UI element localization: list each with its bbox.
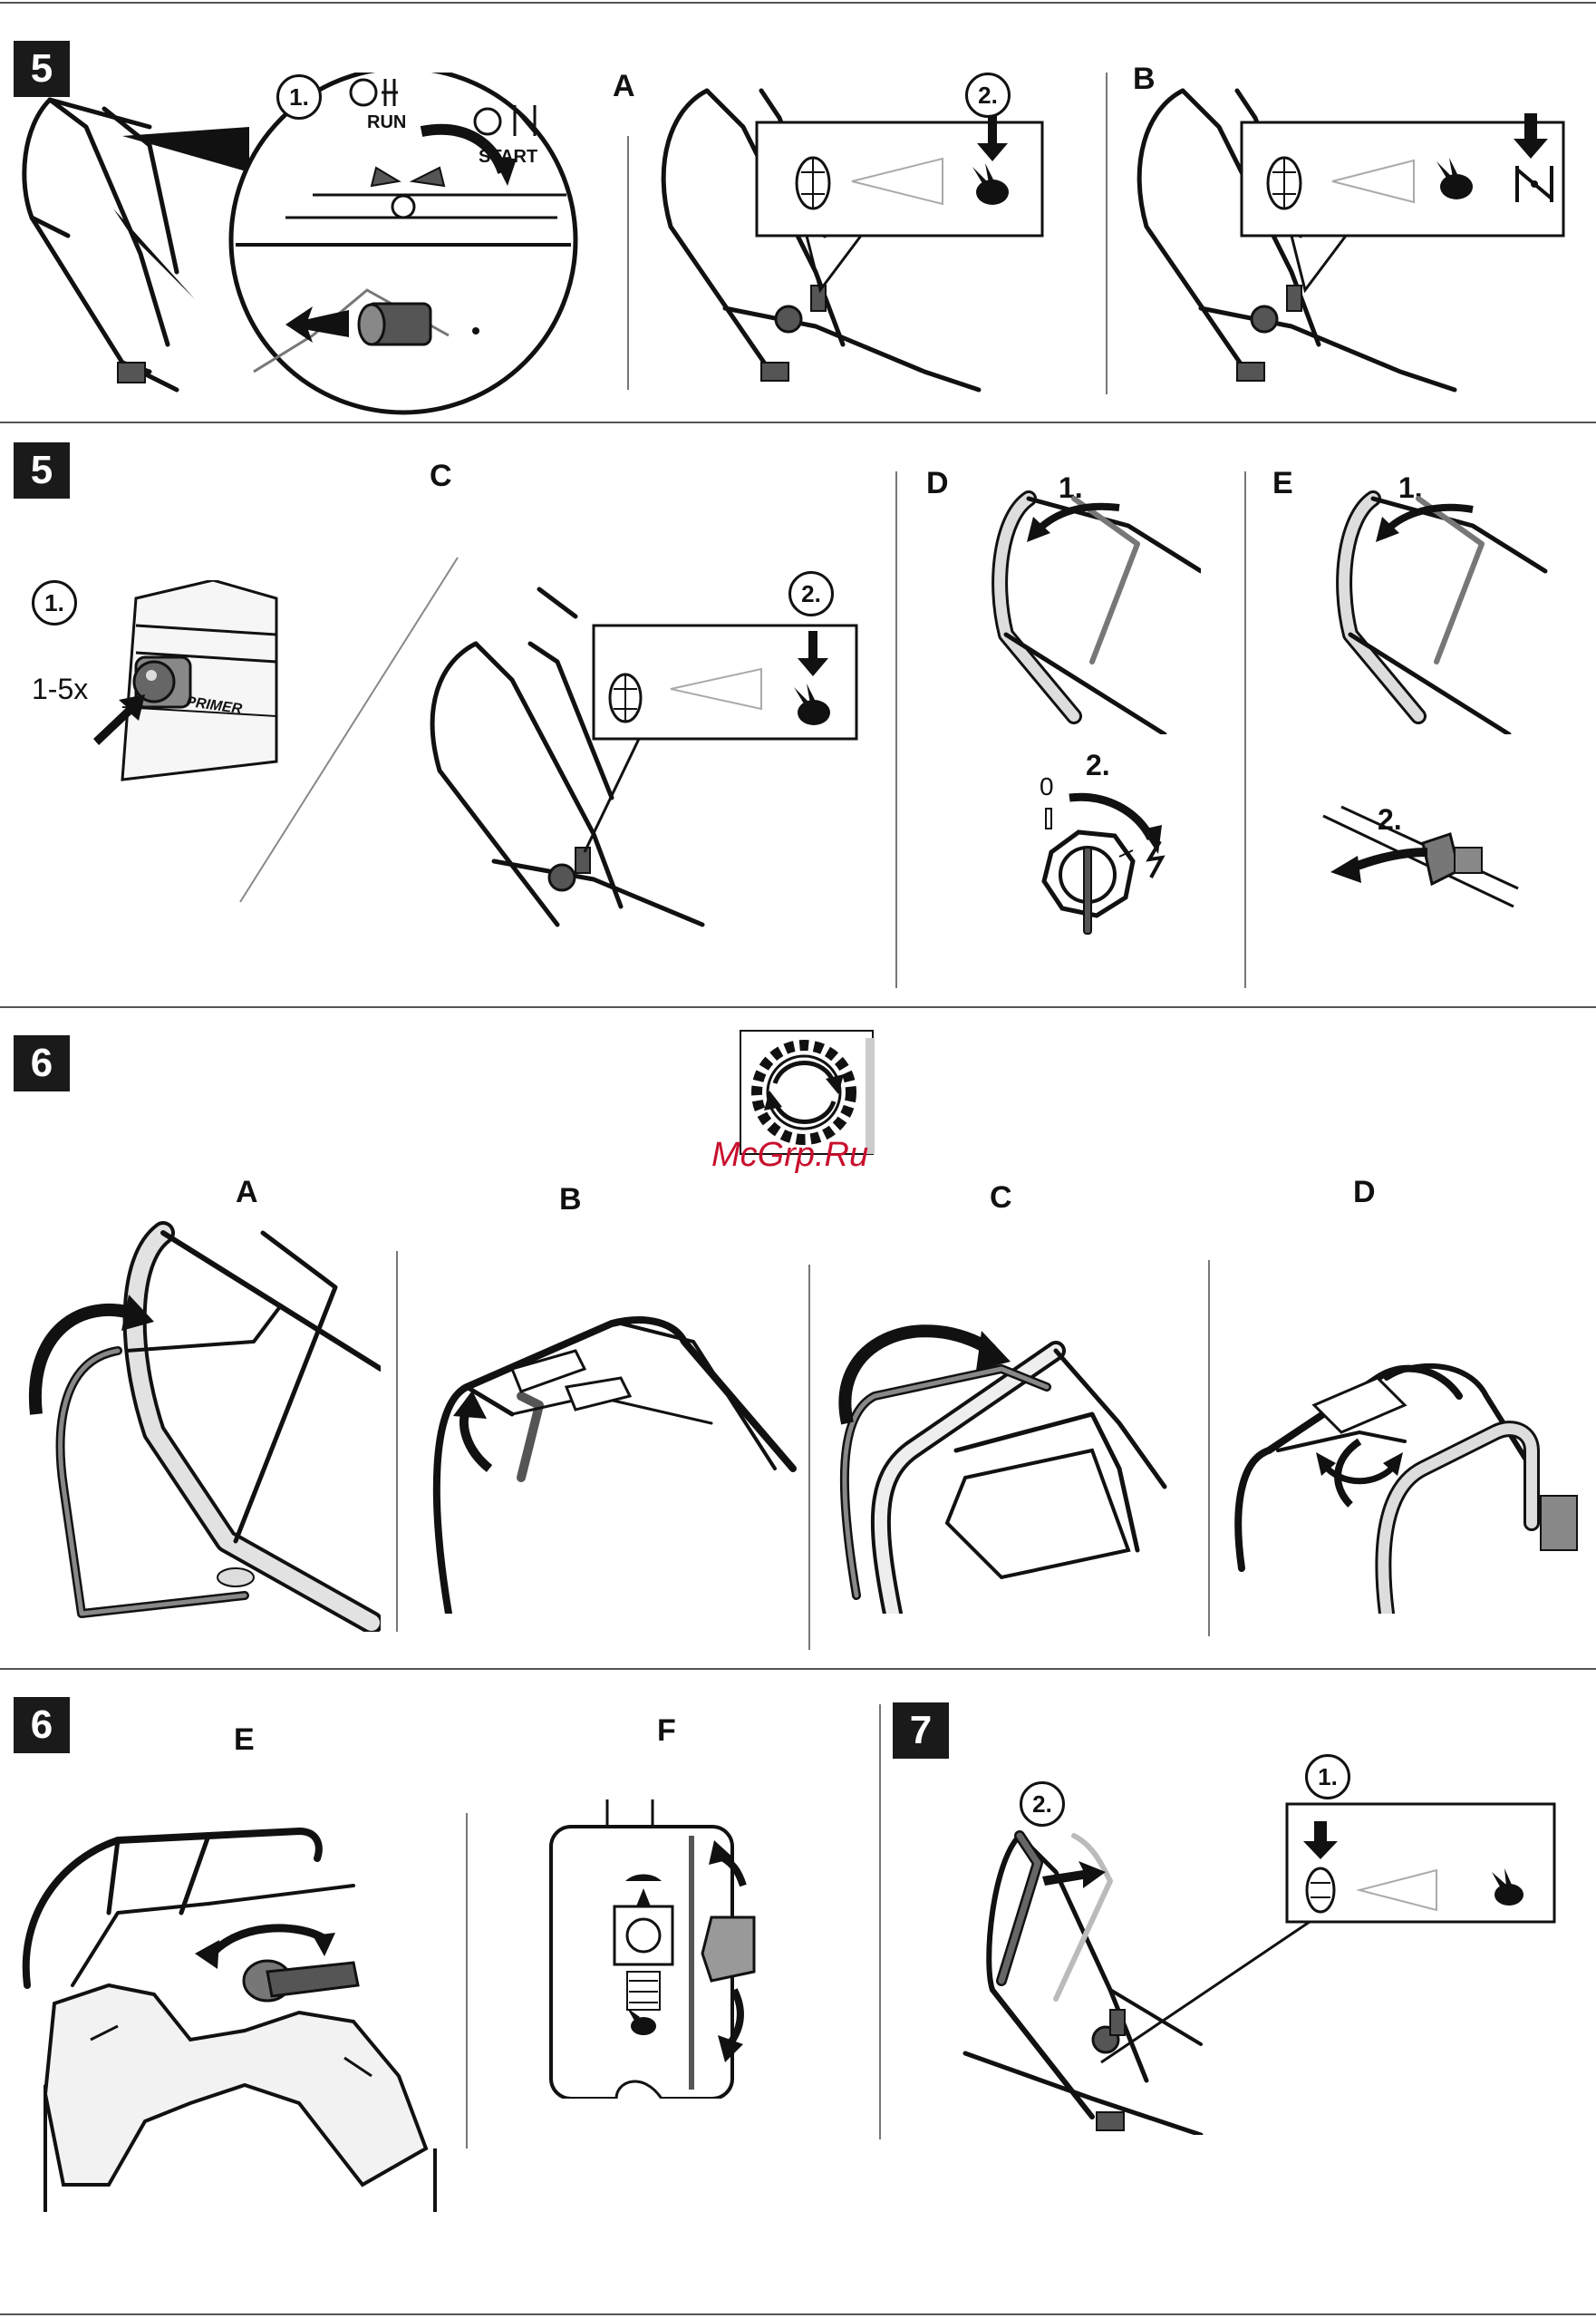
step-marker-1: 1. <box>276 74 322 120</box>
recoil-starter-illustration <box>1314 798 1523 934</box>
panel-label-c: C <box>430 459 452 494</box>
turtle-icon <box>790 145 836 218</box>
bottom-rule <box>0 2313 1596 2315</box>
handle-illustration-c <box>412 562 875 943</box>
step-marker-2-c: 2. <box>788 571 834 616</box>
divider-r1-1 <box>627 136 629 390</box>
speed-control-illustration <box>544 1799 816 2099</box>
run-label: RUN <box>367 112 406 133</box>
section-rule-2 <box>0 1006 1596 1008</box>
fold-handle-illustration-b <box>412 1287 802 1614</box>
fold-handle-illustration-d <box>1224 1269 1586 1614</box>
choke-icon-b <box>1512 113 1557 204</box>
panel-label-a: A <box>613 69 635 104</box>
handle-illustration-a <box>634 73 1088 399</box>
divider-r2-2 <box>1244 471 1246 988</box>
step-5-badge-2: 5 <box>14 442 70 499</box>
ignition-key-illustration <box>988 771 1187 952</box>
panel-label-f: F <box>657 1713 676 1749</box>
panel-label-e-2: E <box>234 1722 255 1758</box>
step-6-badge: 6 <box>14 1035 70 1091</box>
divider-r4-1 <box>466 1813 468 2148</box>
divider-r3-3 <box>1208 1260 1210 1636</box>
watermark-text: McGrp.Ru <box>711 1136 868 1175</box>
turtle-throttle-icon <box>349 74 403 111</box>
down-arrow-icon-c <box>798 631 828 676</box>
fold-handle-illustration-c <box>820 1251 1201 1614</box>
step-marker-2-s7: 2. <box>1020 1781 1065 1827</box>
divider-r1-2 <box>1106 73 1108 394</box>
step-marker-2: 2. <box>965 73 1011 118</box>
down-arrow-icon <box>977 116 1008 161</box>
handle-bail-illustration-e <box>1319 490 1554 734</box>
turtle-icon-b <box>1262 145 1307 218</box>
panel-label-d-2: D <box>1353 1175 1376 1210</box>
presses-label: 1-5x <box>32 673 88 706</box>
handle-illustration-b <box>1110 73 1581 399</box>
choke-icon <box>471 102 544 140</box>
step-marker-1-primer: 1. <box>32 580 77 626</box>
start-label: START <box>479 147 537 168</box>
step-marker-1-s7: 1. <box>1305 1754 1350 1799</box>
divider-r3-2 <box>808 1265 810 1650</box>
turtle-icon-c <box>603 662 648 730</box>
throttle-inset-step-7 <box>1088 1799 1559 2071</box>
panel-label-b-2: B <box>559 1182 582 1217</box>
rabbit-icon <box>965 161 1015 211</box>
section-rule-3 <box>0 1668 1596 1670</box>
rabbit-icon-c <box>787 682 837 732</box>
panel-label-d: D <box>926 466 949 501</box>
panel-label-c-2: C <box>990 1180 1012 1216</box>
divider-r2-1 <box>895 471 897 988</box>
fold-handle-illustration-a <box>27 1215 381 1632</box>
panel-label-a-2: A <box>236 1175 258 1210</box>
divider-r3-1 <box>396 1251 398 1632</box>
panel-label-e: E <box>1272 466 1293 501</box>
rabbit-icon-b <box>1429 156 1479 206</box>
step-7-badge: 7 <box>893 1702 949 1759</box>
divider-r4-2 <box>879 1704 881 2139</box>
handle-bail-illustration-d <box>983 490 1201 734</box>
handle-height-lever-illustration <box>9 1804 462 2221</box>
step-6-badge-2: 6 <box>14 1697 70 1753</box>
top-rule <box>0 2 1596 4</box>
section-rule-1 <box>0 422 1596 423</box>
